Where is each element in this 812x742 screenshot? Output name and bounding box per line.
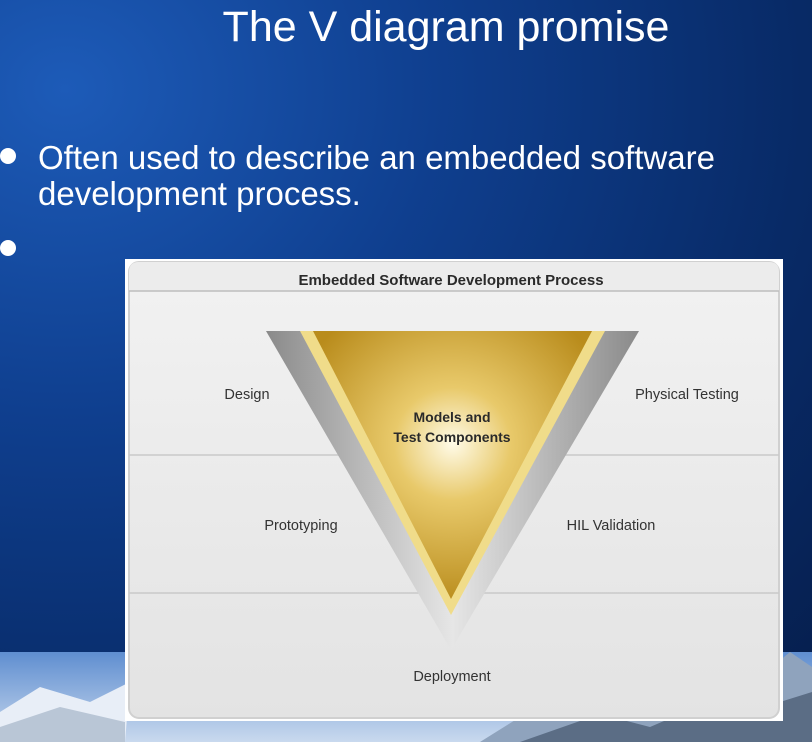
v-shape-inner	[313, 331, 592, 599]
v-diagram-svg: Embedded Software Development Process De…	[128, 261, 780, 719]
label-hil-validation: HIL Validation	[567, 518, 656, 534]
label-deployment: Deployment	[413, 669, 490, 685]
label-design: Design	[224, 387, 269, 403]
bullet-dot	[0, 240, 16, 256]
v-diagram-figure: Embedded Software Development Process De…	[125, 259, 783, 721]
diagram-title: Embedded Software Development Process	[298, 272, 603, 289]
bullet-item: Often used to describe an embedded softw…	[0, 140, 812, 220]
bullet-item-empty	[0, 232, 30, 262]
bullet-dot	[0, 148, 16, 164]
slide-title: The V diagram promise	[222, 3, 670, 51]
center-label-line-2: Test Components	[393, 429, 510, 445]
bullet-text: Often used to describe an embedded softw…	[38, 139, 715, 212]
label-physical-testing: Physical Testing	[635, 387, 739, 403]
center-label-line-1: Models and	[413, 409, 490, 425]
label-prototyping: Prototyping	[264, 518, 337, 534]
